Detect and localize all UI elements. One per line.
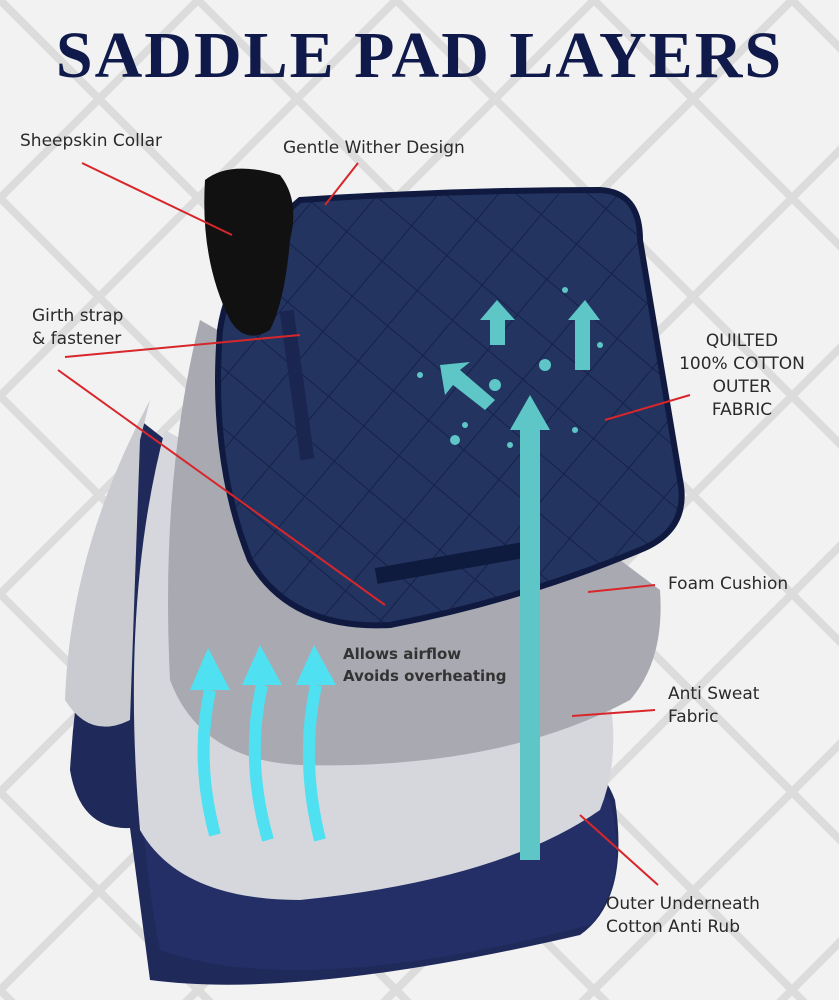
girth-strap (279, 309, 315, 461)
airflow-line: Avoids overheating (343, 667, 507, 685)
quilted-outer-fabric (215, 186, 685, 629)
up-arrow-icon (510, 395, 550, 430)
page-title: SADDLE PAD LAYERS (55, 19, 784, 92)
label-gentle-wither: Gentle Wither Design (283, 138, 465, 158)
label-line: FABRIC (711, 400, 773, 420)
arrow-head-icon (242, 645, 282, 685)
label-line: OUTER (712, 377, 772, 397)
label-line: Outer Underneath (606, 894, 760, 914)
label-line: & fastener (32, 329, 122, 349)
label-line: Fabric (668, 707, 719, 727)
label-outer-underneath: Outer Underneath Cotton Anti Rub (606, 893, 760, 939)
left-sweat-layer (65, 400, 150, 727)
fastener (374, 542, 526, 584)
label-line: Girth strap (32, 306, 124, 326)
label-foam-cushion: Foam Cushion (668, 574, 789, 594)
airflow-line: Allows airflow (343, 645, 462, 663)
arrow-head-icon (296, 645, 336, 685)
label-line: Cotton Anti Rub (606, 917, 740, 937)
label-line: 100% COTTON (679, 354, 805, 374)
leader-lines (57, 162, 691, 886)
airflow-caption: Allows airflow Avoids overheating (343, 643, 507, 687)
sheepskin-collar (204, 168, 294, 336)
label-anti-sweat: Anti Sweat Fabric (668, 683, 759, 729)
label-sheepskin-collar: Sheepskin Collar (20, 131, 163, 151)
vapor-arrows-icon (417, 287, 603, 448)
label-line: QUILTED (705, 331, 779, 351)
airflow-arrows (197, 683, 326, 842)
arrow-head-icon (190, 648, 230, 690)
label-girth-strap: Girth strap & fastener (32, 305, 123, 351)
label-line: Anti Sweat (668, 684, 760, 704)
label-quilted-fabric: QUILTED 100% COTTON OUTER FABRIC (667, 330, 817, 422)
vertical-airflow-bar (520, 430, 540, 860)
